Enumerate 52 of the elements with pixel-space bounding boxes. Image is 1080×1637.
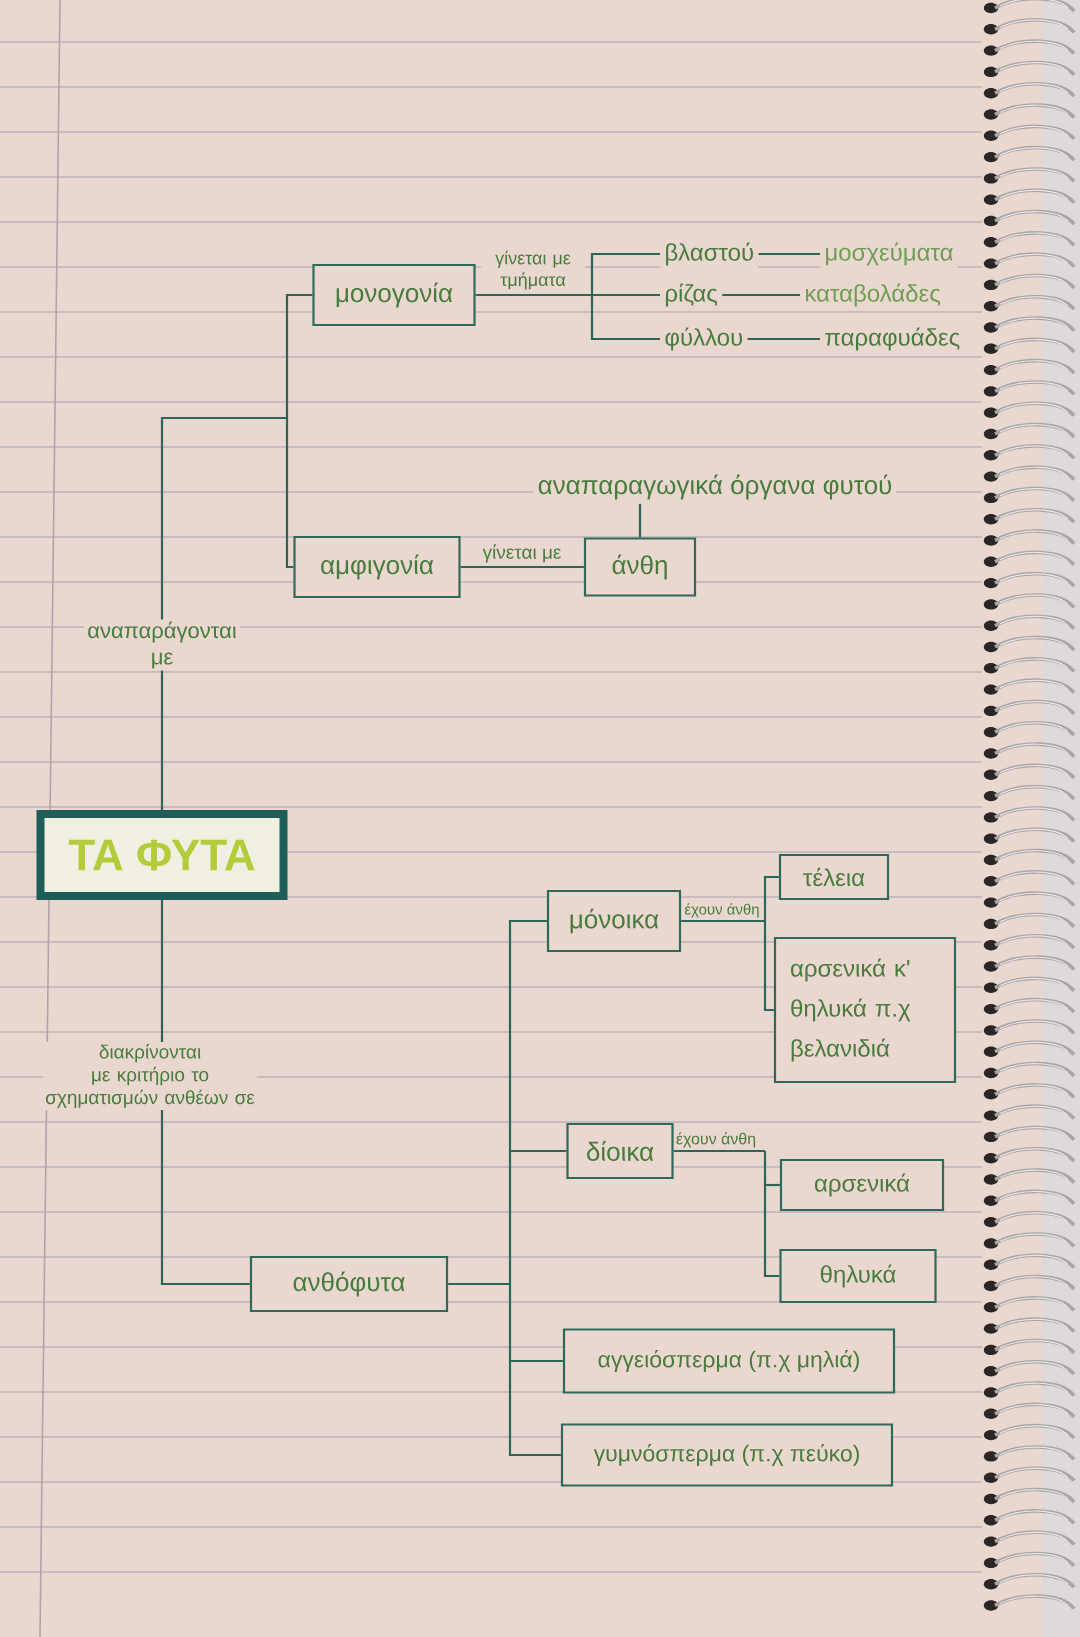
connector-line — [747, 337, 820, 341]
edge-label: αναπαράγονται με — [84, 619, 240, 671]
connector-line — [765, 1183, 780, 1187]
edge-label: γίνεται με — [481, 543, 563, 564]
connector-line — [681, 919, 765, 923]
concept-box: αρσενικά — [779, 1158, 945, 1212]
edge-label: γίνεται με τμήματα — [481, 248, 585, 292]
concept-box: άνθη — [583, 537, 697, 597]
edge-label: έχουν άνθη — [674, 1131, 758, 1149]
connector-line — [590, 252, 660, 295]
concept-box: αρσενικά κ' θηλυκά π.χ βελανιδιά — [773, 936, 957, 1084]
connector-line — [590, 295, 660, 341]
edge-label: έχουν άνθη — [683, 902, 761, 919]
connector-line — [475, 293, 592, 297]
connector-line — [510, 1359, 563, 1363]
concept-box: αμφιγονία — [293, 535, 461, 599]
concept-box: δίοικα — [566, 1122, 674, 1180]
connector-line — [508, 1284, 512, 1361]
connector-line — [758, 252, 820, 256]
concept-text: ρίζας — [660, 279, 722, 311]
connector-line — [460, 565, 584, 569]
concept-box: αγγειόσπερμα (π.χ μηλιά) — [562, 1328, 896, 1394]
connector-line — [448, 1282, 510, 1286]
concept-box: γυμνόσπερμα (π.χ πεύκο) — [560, 1423, 894, 1487]
connector-line — [508, 1151, 512, 1284]
concept-box: μόνοικα — [546, 889, 682, 953]
connector-line — [638, 503, 642, 538]
concept-text: μοσχεύματα — [820, 238, 958, 270]
concept-text: παραφυάδες — [820, 323, 965, 355]
concept-box: μονογονία — [312, 263, 476, 327]
connector-line — [508, 919, 547, 1151]
concept-text: βλαστού — [660, 238, 759, 270]
concept-box: τέλεια — [778, 853, 890, 901]
connector-line — [763, 1185, 780, 1278]
connector-line — [510, 1149, 567, 1153]
concept-text: αναπαραγωγικά όργανα φυτού — [533, 470, 897, 504]
connector-line — [508, 1361, 561, 1457]
connector-line — [673, 1149, 765, 1153]
concept-text: καταβολάδες — [800, 279, 945, 311]
connector-line — [285, 418, 294, 569]
concept-text: φύλλου — [660, 323, 748, 355]
connector-line — [763, 875, 779, 921]
concept-box: ανθόφυτα — [249, 1255, 449, 1313]
title-box: ΤΑ ΦΥΤΑ — [36, 810, 288, 900]
edge-label: διακρίνονται με κριτήριο το σχηματισμών ανθέων σε — [43, 1042, 257, 1110]
connector-line — [592, 293, 660, 297]
connector-line — [285, 293, 313, 418]
connector-line — [763, 1151, 767, 1185]
connector-line — [763, 921, 774, 1012]
concept-box: θηλυκά — [779, 1248, 937, 1304]
connector-line — [722, 293, 800, 297]
connector-line — [160, 416, 287, 810]
